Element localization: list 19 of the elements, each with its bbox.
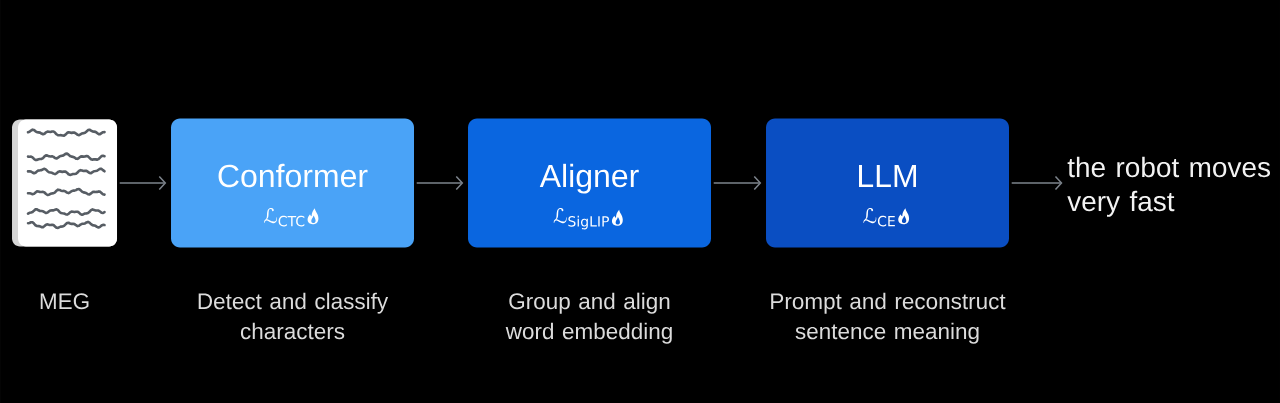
signal-sheet-picture: [12, 119, 117, 247]
loss-label: ℒ$_{SigLIP}$: [553, 208, 609, 230]
node-label: Group and align word embedding: [505, 292, 672, 344]
arrow: [415, 175, 464, 191]
arrow: [712, 175, 762, 191]
box-title: LLM: [859, 165, 916, 187]
node-label: Detect and classify characters: [198, 292, 389, 340]
box-title: Aligner: [539, 163, 639, 194]
loss-label: ℒ$_{CE}$: [863, 208, 895, 227]
arrow: [118, 175, 167, 191]
process-box: [766, 118, 1009, 248]
node-label: Prompt and reconstruct sentence meaning: [771, 292, 1006, 344]
arrow: [1010, 175, 1063, 191]
output-text: the robot moves very fast: [1067, 156, 1270, 217]
box-title: Conformer: [218, 163, 368, 188]
process-box: [171, 118, 414, 248]
node-label: MEG: [40, 293, 89, 310]
loss-label: ℒ$_{CTC}$: [264, 208, 305, 227]
process-box: [468, 118, 711, 248]
